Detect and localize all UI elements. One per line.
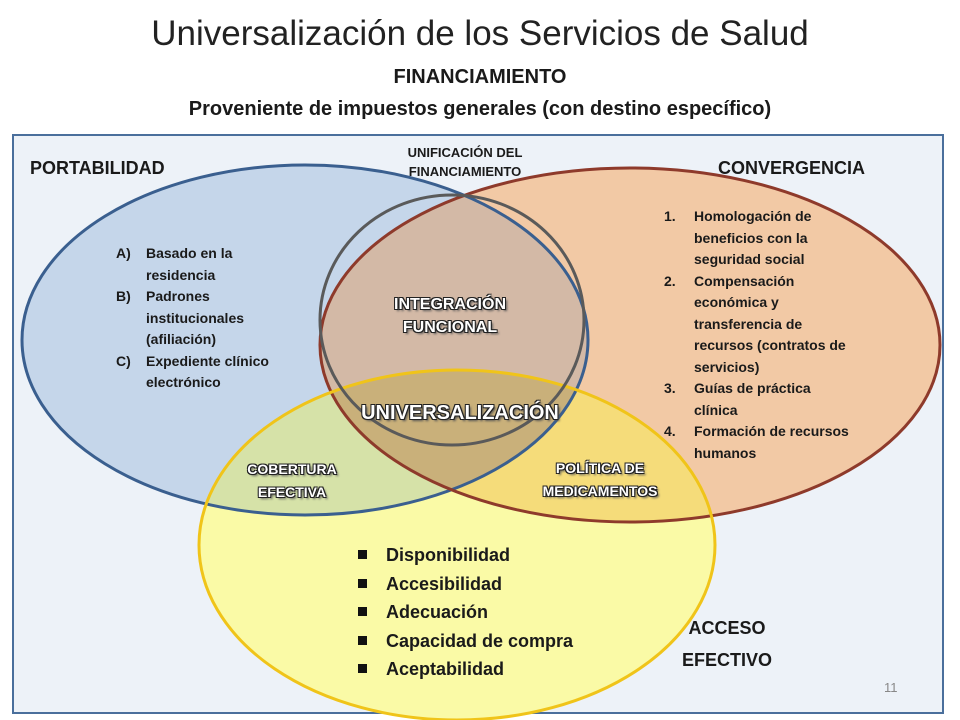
convergencia-outline — [318, 166, 942, 524]
acceso-outline — [197, 368, 717, 720]
unificacion-line1: UNIFICACIÓN DEL — [407, 145, 523, 160]
item-marker: B) — [116, 288, 131, 304]
cobertura-line2: EFECTIVA — [257, 484, 327, 500]
item-text: Capacidad de compra — [386, 630, 574, 651]
item-text: Compensación económica y transferencia d… — [694, 272, 846, 375]
integracion-line2: FUNCIONAL — [402, 319, 498, 336]
item-text: Homologación de beneficios con la seguri… — [694, 208, 812, 267]
square-bullet-icon — [358, 664, 367, 674]
item-marker: A) — [116, 245, 131, 261]
item-text: Guías de práctica clínica — [694, 380, 811, 418]
list-item: Aceptabilidad — [356, 655, 646, 684]
list-item: Disponibilidad — [356, 541, 646, 570]
list-item: Adecuación — [356, 598, 646, 627]
list-item: Accesibilidad — [356, 570, 646, 599]
list-item: B) Padrones institucionales (afiliación) — [116, 286, 276, 351]
financing-subtitle: Proveniente de impuestos generales (con … — [188, 98, 772, 120]
list-item: A) Basado en la residencia — [116, 243, 276, 286]
universalizacion-label: UNIVERSALIZACIÓN — [361, 402, 559, 424]
unificacion-line2: FINANCIAMIENTO — [408, 164, 522, 179]
item-marker: 3. — [664, 380, 676, 396]
page-title: Universalización de los Servicios de Sal… — [151, 14, 809, 53]
list-item: Capacidad de compra — [356, 627, 646, 656]
list-item: 4. Formación de recursos humanos — [664, 421, 849, 464]
cobertura-efectiva-label: COBERTURA EFECTIVA — [222, 458, 362, 504]
item-text: Padrones institucionales (afiliación) — [146, 288, 245, 347]
convergencia-list: 1. Homologación de beneficios con la segu… — [664, 206, 849, 464]
square-bullet-icon — [358, 550, 367, 559]
page-number: 11 — [884, 680, 898, 695]
item-marker: 4. — [664, 423, 676, 439]
portabilidad-outline — [20, 163, 590, 517]
list-item: 2. Compensación económica y transferencia… — [664, 271, 849, 379]
item-text: Adecuación — [386, 602, 489, 623]
item-marker: 1. — [664, 208, 676, 224]
list-item: 3. Guías de práctica clínica — [664, 378, 849, 421]
square-bullet-icon — [358, 578, 367, 588]
square-bullet-icon — [358, 635, 367, 645]
square-bullet-icon — [358, 607, 367, 617]
item-marker: 2. — [664, 272, 676, 289]
acceso-line2: EFECTIVO — [681, 650, 772, 670]
politica-medicamentos-label: POLÍTICA DE MEDICAMENTOS — [510, 457, 690, 503]
list-item: 1. Homologación de beneficios con la segu… — [664, 206, 849, 271]
item-text: Disponibilidad — [386, 545, 510, 565]
portabilidad-label: PORTABILIDAD — [30, 158, 165, 178]
convergencia-label: CONVERGENCIA — [718, 158, 866, 178]
politica-line1: POLÍTICA DE — [555, 460, 645, 476]
portabilidad-list: A) Basado en la residencia B) Padrones ins… — [116, 243, 276, 394]
acceso-label: ACCESO EFECTIVO — [662, 612, 792, 676]
list-item: C) Expediente clínico electrónico — [116, 351, 276, 394]
item-text: Accesibilidad — [386, 573, 503, 594]
integracion-circle — [318, 193, 586, 447]
item-text: Formación de recursos humanos — [694, 423, 849, 461]
unificacion-label: UNIFICACIÓN DEL FINANCIAMIENTO — [380, 143, 550, 181]
item-marker: C) — [116, 352, 131, 369]
item-text: Expediente clínico electrónico — [146, 352, 269, 391]
politica-line2: MEDICAMENTOS — [542, 483, 658, 499]
integracion-line1: INTEGRACIÓN — [394, 296, 506, 313]
acceso-list: Disponibilidad Accesibilidad Adecuación … — [356, 541, 646, 684]
acceso-line1: ACCESO — [688, 618, 766, 638]
item-text: Basado en la residencia — [146, 245, 233, 283]
financing-title: FINANCIAMIENTO — [393, 66, 567, 88]
integracion-funcional-label: INTEGRACIÓN FUNCIONAL — [370, 293, 530, 339]
item-text: Aceptabilidad — [386, 659, 505, 680]
cobertura-line1: COBERTURA — [247, 461, 337, 477]
